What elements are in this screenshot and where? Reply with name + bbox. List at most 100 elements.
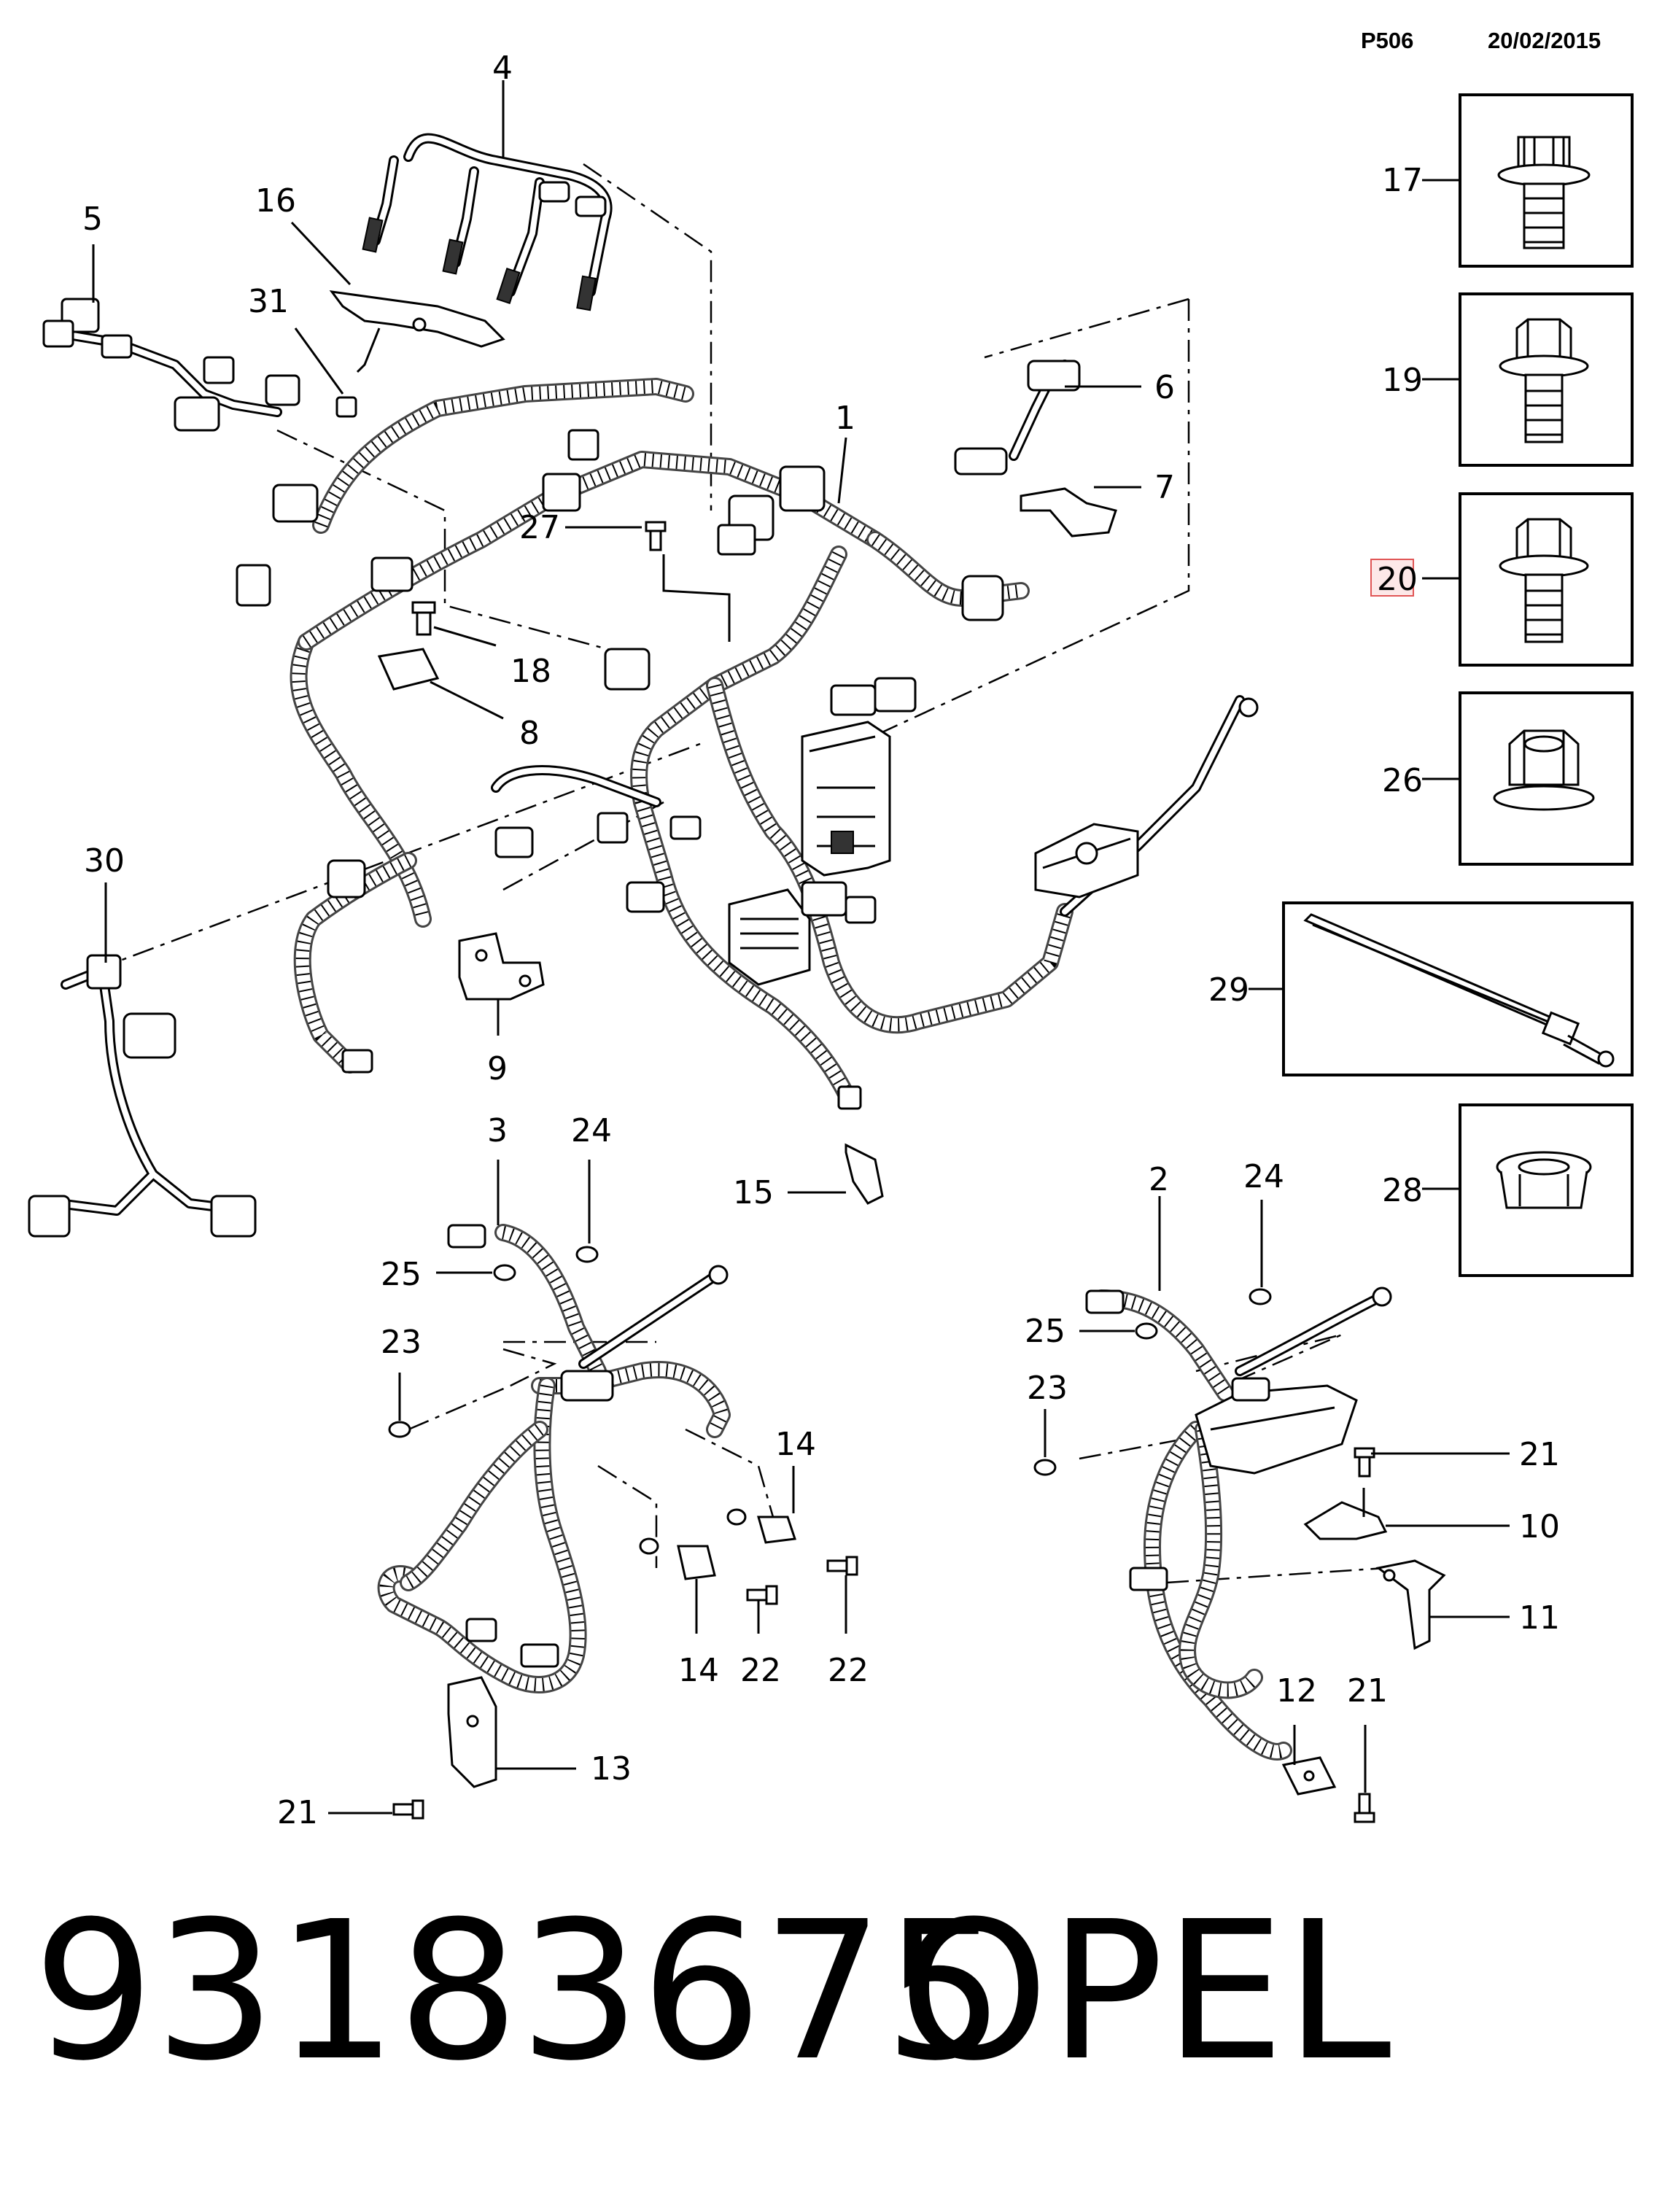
sensor-connector-group[interactable] (42, 298, 300, 432)
callout-22-right[interactable]: 22 (828, 1652, 869, 1689)
callout-25-right[interactable]: 25 (1025, 1313, 1065, 1350)
bolt-21-upper-right[interactable] (1354, 1447, 1375, 1478)
callout-1[interactable]: 1 (835, 400, 855, 437)
callout-22-left[interactable]: 22 (740, 1652, 781, 1689)
nut-25-right[interactable] (1135, 1322, 1158, 1340)
callout-18[interactable]: 18 (510, 653, 551, 690)
exploded-wiring-harness-diagram: 17 19 20 (28, 50, 1634, 1831)
callout-31[interactable]: 31 (248, 283, 289, 320)
bolt-21-left[interactable] (392, 1799, 424, 1820)
callout-16[interactable]: 16 (255, 182, 296, 220)
bolt-22-right[interactable] (826, 1556, 858, 1576)
fuse-relay-box[interactable] (801, 721, 891, 877)
callout-14-left[interactable]: 14 (678, 1652, 719, 1689)
callout-23-right[interactable]: 23 (1027, 1370, 1068, 1407)
callout-8[interactable]: 8 (519, 715, 540, 752)
mounting-bracket-11[interactable] (1375, 1559, 1446, 1650)
bolt-18[interactable] (411, 601, 436, 636)
callout-4[interactable]: 4 (492, 50, 513, 87)
fastener-panel-26[interactable] (1459, 691, 1634, 866)
callout-27[interactable]: 27 (519, 509, 560, 546)
callout-21-left[interactable]: 21 (277, 1794, 318, 1831)
sub-harness-30[interactable] (28, 954, 257, 1238)
callout-5[interactable]: 5 (82, 201, 103, 238)
fastener-panel-17[interactable] (1459, 93, 1634, 268)
callout-26[interactable]: 26 (1382, 762, 1423, 799)
callout-23-left[interactable]: 23 (381, 1324, 422, 1361)
leader-18 (433, 626, 497, 647)
engine-control-module-connector[interactable] (728, 881, 877, 986)
sensor-bracket-7[interactable] (1020, 487, 1117, 538)
callout-24-right[interactable]: 24 (1243, 1158, 1284, 1195)
nut-23-left[interactable] (388, 1421, 411, 1438)
bolt-21-lower-right[interactable] (1354, 1793, 1375, 1823)
diagram-date: 20/02/2015 (1488, 28, 1601, 53)
ignition-coil-harness[interactable] (362, 133, 613, 311)
clip-14-right[interactable] (726, 1508, 797, 1544)
callout-17[interactable]: 17 (1382, 162, 1423, 199)
callout-19[interactable]: 19 (1382, 362, 1423, 399)
sensor-connector-6[interactable] (954, 360, 1081, 476)
callout-2[interactable]: 2 (1149, 1161, 1169, 1198)
mounting-bracket-13[interactable] (447, 1676, 497, 1788)
leader-31 (294, 327, 344, 395)
torx-flange-bolt-icon (1497, 136, 1591, 249)
mounting-bracket-8[interactable] (377, 648, 440, 691)
leader-27-path (662, 554, 731, 642)
callout-20[interactable]: 20 (1377, 561, 1418, 598)
callout-9[interactable]: 9 (487, 1050, 508, 1087)
leader-16 (290, 221, 352, 286)
mounting-bracket-15[interactable] (845, 1143, 884, 1205)
brand-name: OPEL (898, 1880, 1391, 2103)
flange-nut-icon (1493, 729, 1595, 811)
harness-clip[interactable] (335, 396, 357, 418)
ground-eyelet[interactable] (1238, 697, 1259, 718)
nut-25-left[interactable] (493, 1264, 516, 1281)
fastener-panel-19[interactable] (1459, 292, 1634, 467)
callout-3[interactable]: 3 (487, 1112, 508, 1149)
mounting-bracket-9[interactable] (458, 932, 545, 1001)
hex-flange-bolt-icon (1499, 318, 1589, 443)
battery-terminal-cover[interactable] (1195, 1377, 1358, 1475)
callout-7[interactable]: 7 (1154, 469, 1175, 506)
leader-8 (430, 680, 504, 720)
callout-21-lower-right[interactable]: 21 (1347, 1672, 1388, 1710)
part-number: 93183675 (33, 1880, 1006, 2103)
callout-24-left[interactable]: 24 (571, 1112, 612, 1149)
callout-25-left[interactable]: 25 (381, 1256, 422, 1293)
main-engine-harness[interactable] (28, 133, 1259, 1238)
callout-21-upper-right[interactable]: 21 (1519, 1436, 1560, 1473)
battery-terminal-box[interactable] (1034, 823, 1139, 899)
push-nut-icon (1496, 1151, 1592, 1209)
leader-1 (837, 437, 847, 504)
battery-cable-harness-2[interactable] (1033, 1287, 1446, 1823)
callout-13[interactable]: 13 (591, 1750, 632, 1788)
callout-15[interactable]: 15 (733, 1174, 774, 1211)
diagram-code: P506 (1361, 28, 1414, 53)
cable-tie-icon (1303, 913, 1615, 1068)
callout-12[interactable]: 12 (1276, 1672, 1317, 1710)
nut-23-right[interactable] (1033, 1459, 1057, 1476)
callout-14-right[interactable]: 14 (775, 1426, 816, 1463)
callout-30[interactable]: 30 (84, 842, 125, 880)
callout-20-highlight (1370, 559, 1414, 597)
fastener-panel-20[interactable] (1459, 492, 1634, 667)
battery-cable-harness-3[interactable] (377, 1224, 858, 1820)
callout-6[interactable]: 6 (1154, 369, 1175, 406)
callout-28[interactable]: 28 (1382, 1172, 1423, 1209)
callout-11[interactable]: 11 (1519, 1599, 1560, 1637)
hex-flange-bolt-icon (1499, 518, 1589, 643)
nut-24-right[interactable] (1249, 1288, 1272, 1305)
mounting-bracket-10[interactable] (1303, 1488, 1388, 1540)
clip-14-left[interactable] (639, 1537, 716, 1580)
mounting-bracket-12[interactable] (1281, 1756, 1337, 1796)
fastener-panel-29[interactable] (1282, 901, 1634, 1076)
callout-10[interactable]: 10 (1519, 1508, 1560, 1545)
nut-24-left[interactable] (575, 1246, 599, 1263)
bolt-27[interactable] (645, 521, 667, 551)
fastener-panel-28[interactable] (1459, 1103, 1634, 1277)
callout-29[interactable]: 29 (1208, 971, 1249, 1009)
bolt-22-left[interactable] (746, 1585, 778, 1605)
harness-bracket[interactable] (329, 290, 505, 373)
